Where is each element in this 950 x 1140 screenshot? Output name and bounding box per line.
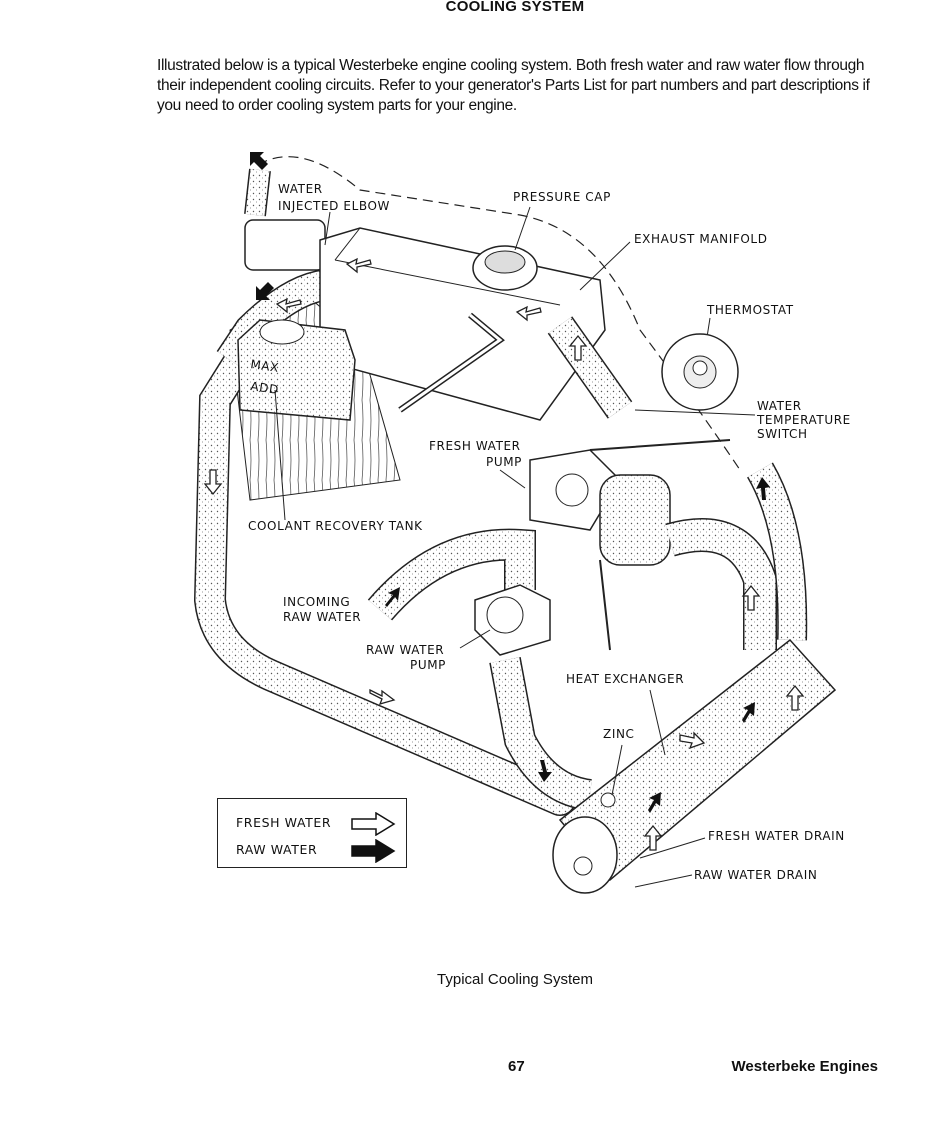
- legend-fresh-water-arrow: [351, 812, 396, 836]
- legend-fresh-water-label: FRESH WATER: [236, 815, 332, 830]
- legend-raw-water-arrow: [351, 839, 396, 863]
- label-incoming-raw-water-1: INCOMING: [283, 595, 350, 609]
- zinc-plug: [600, 792, 616, 808]
- label-water-temp-switch-2: TEMPERATURE: [756, 413, 851, 427]
- drive-belt: [589, 439, 731, 651]
- publisher-name: Westerbeke Engines: [731, 1058, 878, 1075]
- leader-lines: [274, 206, 756, 888]
- cooling-system-diagram: MAX ADD: [193, 152, 851, 894]
- tank-add-mark: ADD: [250, 379, 280, 397]
- page-title: COOLING SYSTEM: [445, 0, 585, 15]
- intro-paragraph: Illustrated below is a typical Westerbek…: [157, 57, 870, 114]
- fresh-flow-arrows: [203, 257, 805, 851]
- heat-exchanger-end-cap: [552, 816, 618, 894]
- label-fresh-water-drain: FRESH WATER DRAIN: [708, 829, 845, 843]
- coolant-recovery-tank: [237, 319, 356, 421]
- label-raw-water-pump-2: PUMP: [410, 658, 446, 672]
- page-number: 67: [508, 1058, 525, 1075]
- label-fresh-water-pump-1: FRESH WATER: [429, 439, 521, 453]
- raw-flow-arrows: [250, 152, 770, 813]
- label-water-injected-elbow-2: INJECTED ELBOW: [278, 199, 390, 213]
- alternator: [599, 474, 671, 566]
- water-injected-elbow: [244, 219, 326, 271]
- label-thermostat: THERMOSTAT: [706, 303, 794, 317]
- label-fresh-water-pump-2: PUMP: [486, 455, 522, 469]
- label-incoming-raw-water-2: RAW WATER: [283, 610, 361, 624]
- label-heat-exchanger: HEAT EXCHANGER: [566, 672, 684, 686]
- label-raw-water-pump-1: RAW WATER: [366, 643, 444, 657]
- label-zinc: ZINC: [603, 727, 635, 741]
- label-raw-water-drain: RAW WATER DRAIN: [694, 868, 817, 882]
- label-coolant-recovery-tank: COOLANT RECOVERY TANK: [248, 519, 423, 533]
- flow-legend: FRESH WATER RAW WATER: [217, 798, 407, 868]
- tank-max-mark: MAX: [250, 357, 280, 375]
- figure-caption: Typical Cooling System: [437, 971, 593, 988]
- label-water-temp-switch-3: SWITCH: [757, 427, 808, 441]
- legend-raw-water-label: RAW WATER: [236, 842, 318, 857]
- label-pressure-cap: PRESSURE CAP: [513, 190, 611, 204]
- label-water-injected-elbow-1: WATER: [278, 182, 323, 196]
- label-water-temp-switch-1: WATER: [757, 399, 802, 413]
- label-exhaust-manifold: EXHAUST MANIFOLD: [634, 232, 768, 246]
- raw-water-pump: [474, 584, 551, 656]
